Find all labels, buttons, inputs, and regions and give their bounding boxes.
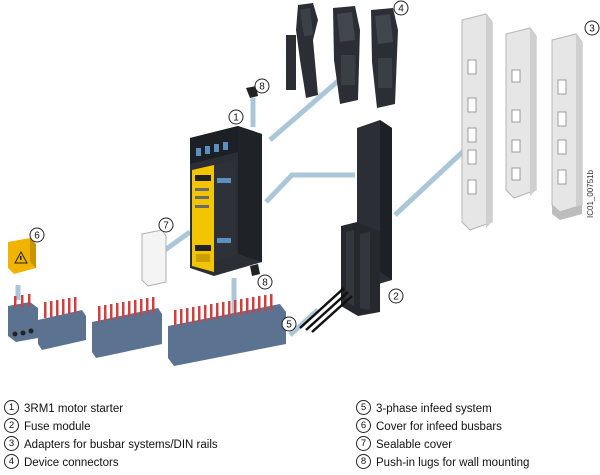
busbar-short <box>38 297 86 350</box>
device-connector-1 <box>286 3 318 98</box>
infeed-terminal <box>8 294 38 342</box>
connector-line-infeed-right <box>288 308 320 337</box>
callout-5: 5 <box>281 316 297 332</box>
legend: 1 3RM1 motor starter 2 Fuse module 3 Adapte… <box>0 398 600 475</box>
push-in-lugs <box>246 86 260 276</box>
busbar-medium <box>92 297 162 358</box>
connector-line-cover <box>163 229 192 253</box>
legend-number: 5 <box>356 400 371 416</box>
legend-number: 3 <box>4 436 19 452</box>
infeed-cover <box>8 238 36 274</box>
device-connector-3 <box>371 8 398 108</box>
legend-number: 2 <box>4 418 19 434</box>
push-in-lug-top <box>246 86 258 98</box>
legend-text: Push-in lugs for wall mounting <box>376 457 530 469</box>
svg-text:5: 5 <box>286 320 292 331</box>
svg-text:7: 7 <box>163 221 169 232</box>
legend-text: Device connectors <box>24 457 119 469</box>
legend-number: 8 <box>356 454 371 470</box>
infeed-system <box>8 294 286 366</box>
legend-item-4: 4 Device connectors <box>4 454 119 472</box>
legend-item-8: 8 Push-in lugs for wall mounting <box>356 454 529 472</box>
motor-starter <box>190 126 262 276</box>
callout-6: 6 <box>29 227 45 243</box>
svg-text:1: 1 <box>233 113 239 124</box>
callout-7: 7 <box>158 217 174 233</box>
legend-item-2: 2 Fuse module <box>4 418 90 436</box>
callouts: 1 2 3 4 5 6 7 8 8 <box>29 0 600 332</box>
legend-text: Sealable cover <box>376 439 453 451</box>
svg-text:8: 8 <box>262 278 268 289</box>
legend-text: 3-phase infeed system <box>376 403 492 415</box>
svg-text:4: 4 <box>398 4 404 15</box>
legend-item-6: 6 Cover for infeed busbars <box>356 418 502 436</box>
legend-number: 7 <box>356 436 371 452</box>
legend-text: Fuse module <box>24 421 91 433</box>
adapter-1 <box>461 13 493 231</box>
legend-item-3: 3 Adapters for busbar systems/DIN rails <box>4 436 218 454</box>
busbar-long <box>168 294 286 366</box>
svg-text:8: 8 <box>259 82 265 93</box>
svg-text:3: 3 <box>589 24 595 35</box>
sealable-cover <box>141 229 167 287</box>
legend-item-5: 5 3-phase infeed system <box>356 400 492 418</box>
adapter-3 <box>551 33 583 220</box>
connector-line-fuse <box>264 172 355 204</box>
callout-4: 4 <box>393 0 409 16</box>
legend-text: Cover for infeed busbars <box>376 421 502 433</box>
fuse-module <box>299 120 392 333</box>
connector-line-device <box>268 73 347 142</box>
device-connectors <box>286 3 398 108</box>
legend-item-1: 1 3RM1 motor starter <box>4 400 123 418</box>
exploded-diagram: 1 2 3 4 5 6 7 8 8 IC01_00751b <box>8 0 600 366</box>
legend-number: 1 <box>4 400 19 416</box>
document-id: IC01_00751b <box>586 169 595 218</box>
legend-item-7: 7 Sealable cover <box>356 436 452 454</box>
busbar-adapters <box>461 13 583 231</box>
legend-number: 4 <box>4 454 19 470</box>
callout-2: 2 <box>388 288 404 304</box>
callout-3: 3 <box>584 20 600 36</box>
legend-number: 6 <box>356 418 371 434</box>
adapter-2 <box>505 27 537 199</box>
svg-text:2: 2 <box>393 292 399 303</box>
callout-1: 1 <box>228 109 244 125</box>
callout-8-bottom: 8 <box>257 274 273 290</box>
svg-text:6: 6 <box>34 231 40 242</box>
legend-text: 3RM1 motor starter <box>24 403 124 415</box>
connector-line-adapter <box>393 143 472 217</box>
callout-8-top: 8 <box>254 78 270 94</box>
device-connector-2 <box>333 6 360 104</box>
connector-lines <box>15 73 472 337</box>
push-in-lug-bottom <box>250 264 260 276</box>
legend-text: Adapters for busbar systems/DIN rails <box>24 439 218 451</box>
